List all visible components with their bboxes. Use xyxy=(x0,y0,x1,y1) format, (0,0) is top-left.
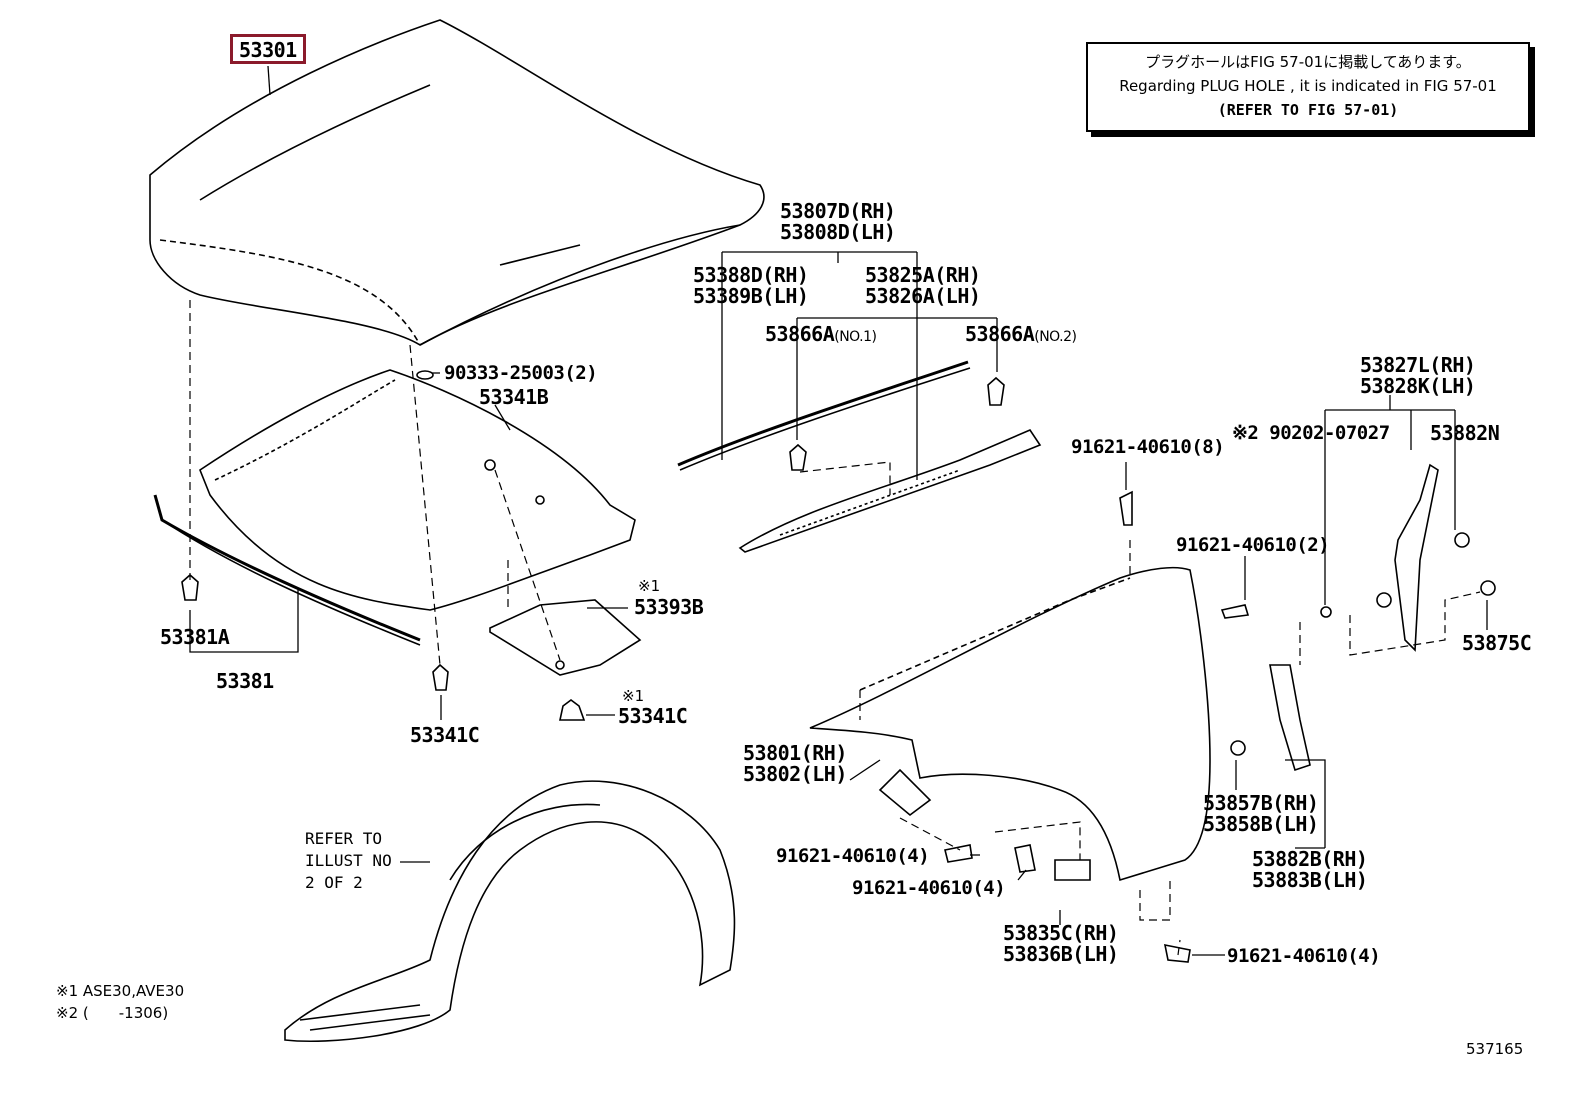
figure-id: 537165 xyxy=(1466,1040,1524,1058)
part-label-53381[interactable]: 53381 xyxy=(216,669,274,693)
part-label-53808d[interactable]: 53808D(LH) xyxy=(780,220,896,244)
part-label-53389b[interactable]: 53389B(LH) xyxy=(693,284,809,308)
part-label-53825a[interactable]: 53825A(RH) xyxy=(865,263,981,287)
part-label-53393b[interactable]: 53393B xyxy=(634,595,704,619)
part-label-53866a-no1[interactable]: 53866A(NO.1) xyxy=(765,322,877,346)
part-label-90333[interactable]: 90333-25003(2) xyxy=(444,362,598,384)
part-label-53301[interactable]: 53301 xyxy=(239,38,297,62)
part-label-91621-4b[interactable]: 91621-40610(4) xyxy=(852,877,1006,899)
part-label-53807d[interactable]: 53807D(RH) xyxy=(780,199,896,223)
hood-seal-illustration xyxy=(153,494,421,646)
part-label-91621-2[interactable]: 91621-40610(2) xyxy=(1176,534,1330,556)
leader-lines xyxy=(189,65,1488,956)
part-label-53828k[interactable]: 53828K(LH) xyxy=(1360,374,1476,398)
part-label-53882n[interactable]: 53882N xyxy=(1430,421,1500,445)
part-label-53875c[interactable]: 53875C xyxy=(1462,631,1532,655)
part-label-53341c-left[interactable]: 53341C xyxy=(410,723,480,747)
highlighted-part-box: 53301 xyxy=(230,34,306,64)
hood-illustration xyxy=(149,19,765,346)
hood-insulator-illustration xyxy=(199,369,636,611)
fender-bracket-illustration xyxy=(1230,463,1496,772)
assembly-dashed-lines xyxy=(189,300,1481,956)
part-label-53802[interactable]: 53802(LH) xyxy=(743,762,847,786)
part-label-53883b[interactable]: 53883B(LH) xyxy=(1252,868,1368,892)
note-mark-53393b: ※1 xyxy=(638,577,661,595)
info-note-refer: (REFER TO FIG 57-01) xyxy=(1217,101,1399,119)
under-cover-illustration xyxy=(489,599,642,676)
part-label-53826a[interactable]: 53826A(LH) xyxy=(865,284,981,308)
footnote-2: ※2 ( -1306) xyxy=(56,1004,169,1022)
part-label-53341c-right[interactable]: 53341C xyxy=(618,704,688,728)
part-label-90202[interactable]: ※2 90202-07027 xyxy=(1232,422,1390,444)
part-label-53388d[interactable]: 53388D(RH) xyxy=(693,263,809,287)
part-label-53801[interactable]: 53801(RH) xyxy=(743,741,847,765)
part-label-91621-4c[interactable]: 91621-40610(4) xyxy=(1227,945,1381,967)
part-label-53836b[interactable]: 53836B(LH) xyxy=(1003,942,1119,966)
info-note-line-japanese: プラグホールはFIG 57-01に掲載してあります。 xyxy=(1145,53,1471,71)
part-label-53381a[interactable]: 53381A xyxy=(160,625,230,649)
part-label-53866a-no2[interactable]: 53866A(NO.2) xyxy=(965,322,1077,346)
part-label-91621-8[interactable]: 91621-40610(8) xyxy=(1071,436,1225,458)
footnote-1: ※1 ASE30,AVE30 xyxy=(56,982,185,1000)
refer-to-illust-note: REFER TO ILLUST NO 2 OF 2 xyxy=(305,829,392,892)
part-label-53827l[interactable]: 53827L(RH) xyxy=(1360,353,1476,377)
part-label-53857b[interactable]: 53857B(RH) xyxy=(1203,791,1319,815)
info-note-box: プラグホールはFIG 57-01に掲載してあります。 Regarding PLU… xyxy=(1086,42,1530,132)
molding-illustration xyxy=(677,360,1042,553)
info-note-line-english: Regarding PLUG HOLE , it is indicated in… xyxy=(1119,77,1497,95)
bolts-illustration xyxy=(944,490,1250,963)
part-label-53858b[interactable]: 53858B(LH) xyxy=(1203,812,1319,836)
note-mark-53341c: ※1 xyxy=(622,687,645,705)
fender-liner-illustration xyxy=(284,780,736,1043)
part-label-53882b[interactable]: 53882B(RH) xyxy=(1252,847,1368,871)
part-label-53835c[interactable]: 53835C(RH) xyxy=(1003,921,1119,945)
fender-illustration xyxy=(809,566,1211,882)
clips-illustration xyxy=(181,370,586,721)
part-label-53341b[interactable]: 53341B xyxy=(479,385,549,409)
part-label-91621-4a[interactable]: 91621-40610(4) xyxy=(776,845,930,867)
